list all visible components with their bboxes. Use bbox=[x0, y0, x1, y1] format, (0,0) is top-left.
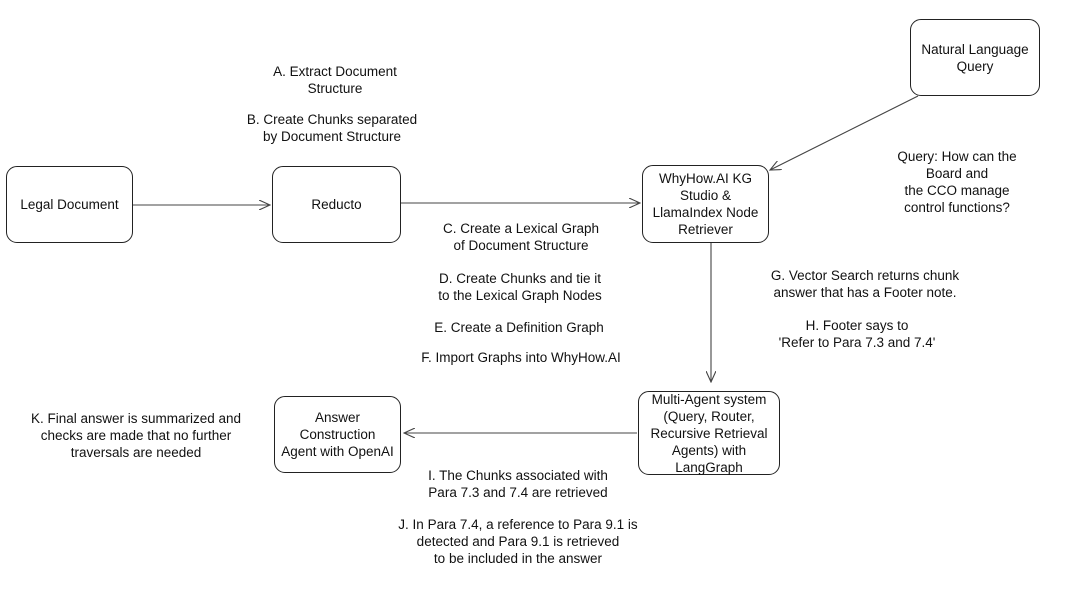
multi-agent-system-node: Multi-Agent system (Query, Router, Recur… bbox=[638, 391, 780, 475]
step-d-label: D. Create Chunks and tie it to the Lexic… bbox=[438, 271, 602, 303]
step-g-label: G. Vector Search returns chunk answer th… bbox=[770, 268, 960, 300]
step-e-label: E. Create a Definition Graph bbox=[434, 320, 604, 335]
step-a-label: A. Extract Document Structure bbox=[273, 64, 397, 96]
step-i-label: I. The Chunks associated with Para 7.3 a… bbox=[428, 468, 608, 500]
legal-document-node: Legal Document bbox=[6, 166, 133, 243]
answer-construction-agent-node: Answer Construction Agent with OpenAI bbox=[274, 396, 401, 473]
step-c-label: C. Create a Lexical Graph of Document St… bbox=[442, 221, 600, 253]
multi-agent-system-label: Multi-Agent system (Query, Router, Recur… bbox=[650, 391, 768, 475]
reducto-label: Reducto bbox=[311, 197, 362, 212]
whyhow-retriever-node: WhyHow.AI KG Studio & LlamaIndex Node Re… bbox=[642, 165, 769, 243]
step-b-label: B. Create Chunks separated by Document S… bbox=[246, 112, 418, 144]
step-f-label: F. Import Graphs into WhyHow.AI bbox=[421, 350, 621, 365]
whyhow-retriever-label: WhyHow.AI KG Studio & LlamaIndex Node Re… bbox=[652, 171, 759, 237]
answer-construction-agent-label: Answer Construction Agent with OpenAI bbox=[281, 410, 394, 459]
reducto-node: Reducto bbox=[272, 166, 401, 243]
query-text-label: Query: How can the Board and the CCO man… bbox=[897, 149, 1017, 215]
arrow-query-to-retriever bbox=[770, 95, 919, 170]
legal-document-label: Legal Document bbox=[20, 197, 119, 212]
natural-language-query-label: Natural Language Query bbox=[921, 41, 1029, 74]
step-h-label: H. Footer says to 'Refer to Para 7.3 and… bbox=[778, 318, 936, 350]
step-k-label: K. Final answer is summarized and checks… bbox=[30, 411, 242, 460]
natural-language-query-node: Natural Language Query bbox=[910, 19, 1040, 96]
step-j-label: J. In Para 7.4, a reference to Para 9.1 … bbox=[398, 517, 638, 566]
